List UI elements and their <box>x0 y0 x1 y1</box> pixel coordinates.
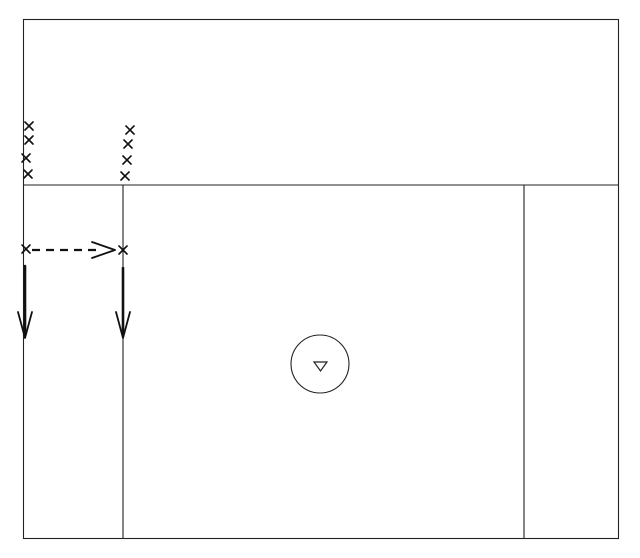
cut-arrow-right <box>115 266 131 339</box>
player-left-line-x-icon <box>23 169 33 179</box>
player-left-line-x-icon <box>24 135 34 145</box>
player-left-line-x-icon <box>21 153 31 163</box>
field-outline <box>22 18 620 540</box>
cut-arrow-left <box>17 264 33 339</box>
player-right-line-x-icon <box>122 155 132 165</box>
player-left-line-x-icon <box>24 121 34 131</box>
player-right-line-x-icon <box>123 139 133 149</box>
player-right-line-x-icon <box>120 171 130 181</box>
player-passer-x-icon <box>21 244 31 254</box>
cut-arrow-right-head <box>115 311 131 339</box>
player-receiver-x-icon <box>118 245 128 255</box>
goal-triangle-icon <box>312 361 329 373</box>
player-right-line-x-icon <box>125 125 135 135</box>
goal-crease-icon <box>290 334 350 394</box>
players-group <box>21 121 135 255</box>
crease-circle <box>290 334 350 394</box>
pass-arrow-head <box>91 241 116 259</box>
pass-arrow <box>32 241 116 259</box>
cut-arrow-left-head <box>17 311 33 339</box>
